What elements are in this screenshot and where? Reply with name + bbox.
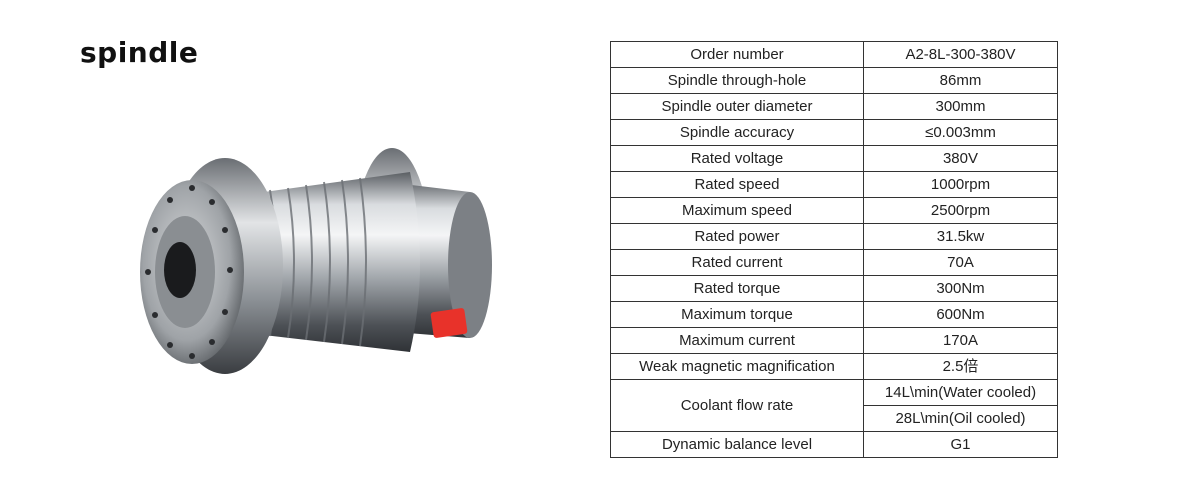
spec-label: Dynamic balance level xyxy=(610,431,864,458)
spec-label: Spindle outer diameter xyxy=(610,93,864,120)
table-row: Spindle accuracy ≤0.003mm xyxy=(610,119,1058,146)
table-row: Rated speed 1000rpm xyxy=(610,171,1058,198)
spec-table: Order number A2-8L-300-380V Spindle thro… xyxy=(610,41,1058,458)
spec-value: 28L\min(Oil cooled) xyxy=(863,405,1058,432)
spec-label: Weak magnetic magnification xyxy=(610,353,864,380)
spec-value: G1 xyxy=(863,431,1058,458)
table-row: Dynamic balance level G1 xyxy=(610,431,1058,458)
table-row: Maximum torque 600Nm xyxy=(610,301,1058,328)
table-row: Coolant flow rate 14L\min(Water cooled) xyxy=(610,379,1058,432)
table-row: Rated voltage 380V xyxy=(610,145,1058,172)
page-title: spindle xyxy=(80,36,199,69)
spec-label: Rated power xyxy=(610,223,864,250)
table-row: Spindle through-hole 86mm xyxy=(610,67,1058,94)
table-row: Spindle outer diameter 300mm xyxy=(610,93,1058,120)
spec-value: 300mm xyxy=(863,93,1058,120)
spec-value: 300Nm xyxy=(863,275,1058,302)
spec-value: 600Nm xyxy=(863,301,1058,328)
spec-label: Spindle through-hole xyxy=(610,67,864,94)
through-hole-icon xyxy=(164,242,196,298)
spec-label: Rated speed xyxy=(610,171,864,198)
spec-value: 14L\min(Water cooled) xyxy=(863,379,1058,406)
spec-label: Maximum speed xyxy=(610,197,864,224)
spec-value: 70A xyxy=(863,249,1058,276)
connector-icon xyxy=(430,308,468,338)
spec-label: Rated current xyxy=(610,249,864,276)
spec-value: 86mm xyxy=(863,67,1058,94)
spec-label: Spindle accuracy xyxy=(610,119,864,146)
spec-label: Maximum torque xyxy=(610,301,864,328)
table-row: Rated current 70A xyxy=(610,249,1058,276)
table-row: Rated torque 300Nm xyxy=(610,275,1058,302)
spindle-product-image xyxy=(140,148,492,374)
spec-label: Coolant flow rate xyxy=(610,379,864,432)
table-row: Rated power 31.5kw xyxy=(610,223,1058,250)
spec-value: 380V xyxy=(863,145,1058,172)
spec-value: A2-8L-300-380V xyxy=(863,41,1058,68)
spec-label: Order number xyxy=(610,41,864,68)
spec-value: ≤0.003mm xyxy=(863,119,1058,146)
spec-value: 2500rpm xyxy=(863,197,1058,224)
spec-value: 2.5倍 xyxy=(863,353,1058,380)
spec-label: Rated voltage xyxy=(610,145,864,172)
table-row: Order number A2-8L-300-380V xyxy=(610,41,1058,68)
spec-value: 170A xyxy=(863,327,1058,354)
table-row: Maximum speed 2500rpm xyxy=(610,197,1058,224)
spec-label: Rated torque xyxy=(610,275,864,302)
table-row: Maximum current 170A xyxy=(610,327,1058,354)
spec-value: 1000rpm xyxy=(863,171,1058,198)
spec-value: 31.5kw xyxy=(863,223,1058,250)
table-row: Weak magnetic magnification 2.5倍 xyxy=(610,353,1058,380)
spec-label: Maximum current xyxy=(610,327,864,354)
table-row: 28L\min(Oil cooled) xyxy=(611,405,1058,432)
